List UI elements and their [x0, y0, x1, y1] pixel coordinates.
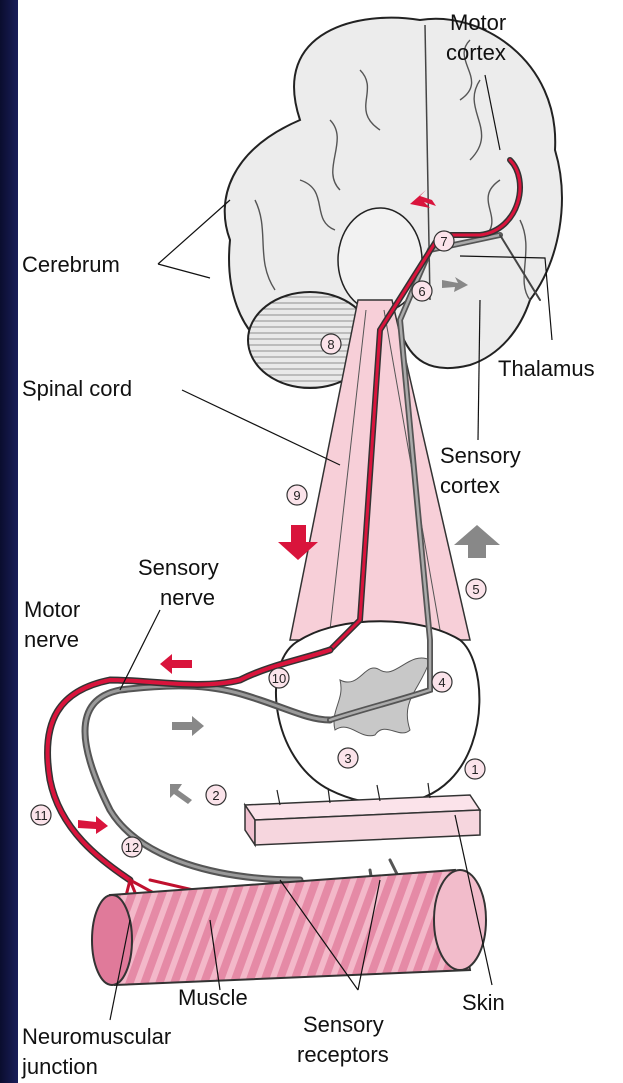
label-thalamus: Thalamus — [498, 356, 595, 381]
step-6: 6 — [418, 284, 425, 299]
label-sensory-nerve-2: nerve — [160, 585, 215, 610]
label-sensory-cortex-2: cortex — [440, 473, 500, 498]
step-2: 2 — [212, 788, 219, 803]
step-11: 11 — [34, 808, 48, 823]
label-motor-nerve-2: nerve — [24, 627, 79, 652]
step-5: 5 — [472, 582, 479, 597]
step-3: 3 — [344, 751, 351, 766]
step-12: 12 — [125, 840, 139, 855]
label-neuromuscular-junction-1: Neuromuscular — [22, 1024, 171, 1049]
label-motor-cortex-1: Motor — [450, 10, 506, 35]
arrow-receptor-up — [170, 784, 192, 804]
label-neuromuscular-junction-2: junction — [21, 1054, 98, 1079]
label-sensory-cortex-1: Sensory — [440, 443, 521, 468]
label-skin: Skin — [462, 990, 505, 1015]
label-motor-nerve-1: Motor — [24, 597, 80, 622]
label-sensory-receptors-1: Sensory — [303, 1012, 384, 1037]
step-1: 1 — [471, 762, 478, 777]
arrow-sensory-in — [172, 716, 204, 736]
label-motor-cortex-2: cortex — [446, 40, 506, 65]
reflex-pathway-diagram: 1 2 3 4 5 6 7 8 9 10 11 12 Motor cortex … — [18, 0, 623, 1083]
step-8: 8 — [327, 337, 334, 352]
arrow-motor-out — [160, 654, 192, 674]
step-7: 7 — [440, 234, 447, 249]
step-10: 10 — [272, 671, 286, 686]
arrow-ascending-sensory — [454, 525, 500, 558]
label-spinal-cord: Spinal cord — [22, 376, 132, 401]
label-sensory-nerve-1: Sensory — [138, 555, 219, 580]
arrow-to-muscle — [78, 816, 108, 834]
diagram-panel: 1 2 3 4 5 6 7 8 9 10 11 12 Motor cortex … — [18, 0, 623, 1083]
label-muscle: Muscle — [178, 985, 248, 1010]
step-9: 9 — [293, 488, 300, 503]
muscle — [92, 870, 486, 985]
step-4: 4 — [438, 675, 445, 690]
label-sensory-receptors-2: receptors — [297, 1042, 389, 1067]
label-cerebrum: Cerebrum — [22, 252, 120, 277]
